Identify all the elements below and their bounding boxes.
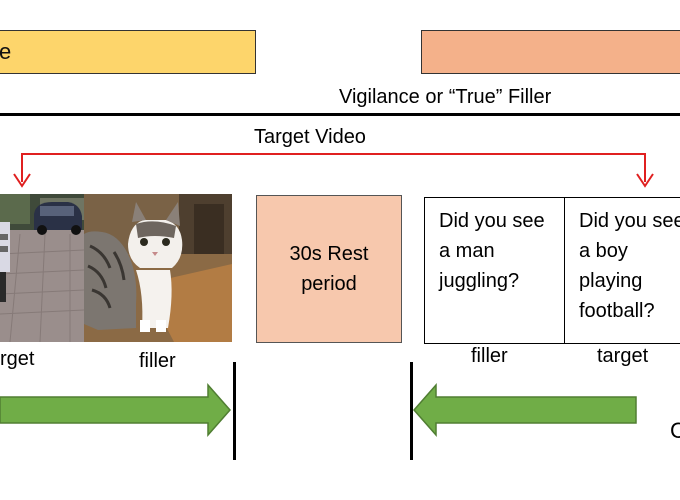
encoding-end-divider — [233, 362, 236, 460]
question-box-filler: Did you see a man juggling? — [424, 197, 566, 344]
target-video-label: Target Video — [254, 126, 366, 148]
street-video-still — [0, 194, 84, 342]
encoding-arrow — [0, 383, 231, 437]
bracket-arrowhead-left — [13, 173, 31, 188]
vigilance-label: Vigilance or “True” Filler — [339, 86, 552, 108]
cat-video-still — [84, 194, 232, 342]
question-caption-target: target — [597, 345, 649, 367]
encoding-phase-box: e — [0, 30, 256, 74]
encoding-phase-label: e — [0, 39, 12, 64]
cat-video-caption: filler — [139, 350, 176, 372]
test-phase-box — [421, 30, 680, 74]
question-text-target: Did you see a boy playing football? — [579, 210, 680, 322]
test-arrow — [413, 383, 637, 437]
street-video-caption: rget — [0, 348, 35, 370]
bracket-arrowhead-right — [636, 173, 654, 188]
right-edge-text: C — [670, 418, 680, 443]
rest-period-box: 30s Rest period — [256, 195, 402, 343]
horizontal-divider — [0, 113, 680, 116]
question-box-target: Did you see a boy playing football? — [564, 197, 680, 344]
question-text-filler: Did you see a man juggling? — [439, 210, 545, 292]
bracket-line — [21, 153, 646, 182]
rest-period-label: 30s Rest period — [289, 243, 369, 295]
question-caption-filler: filler — [471, 345, 508, 367]
test-start-divider — [410, 362, 413, 460]
